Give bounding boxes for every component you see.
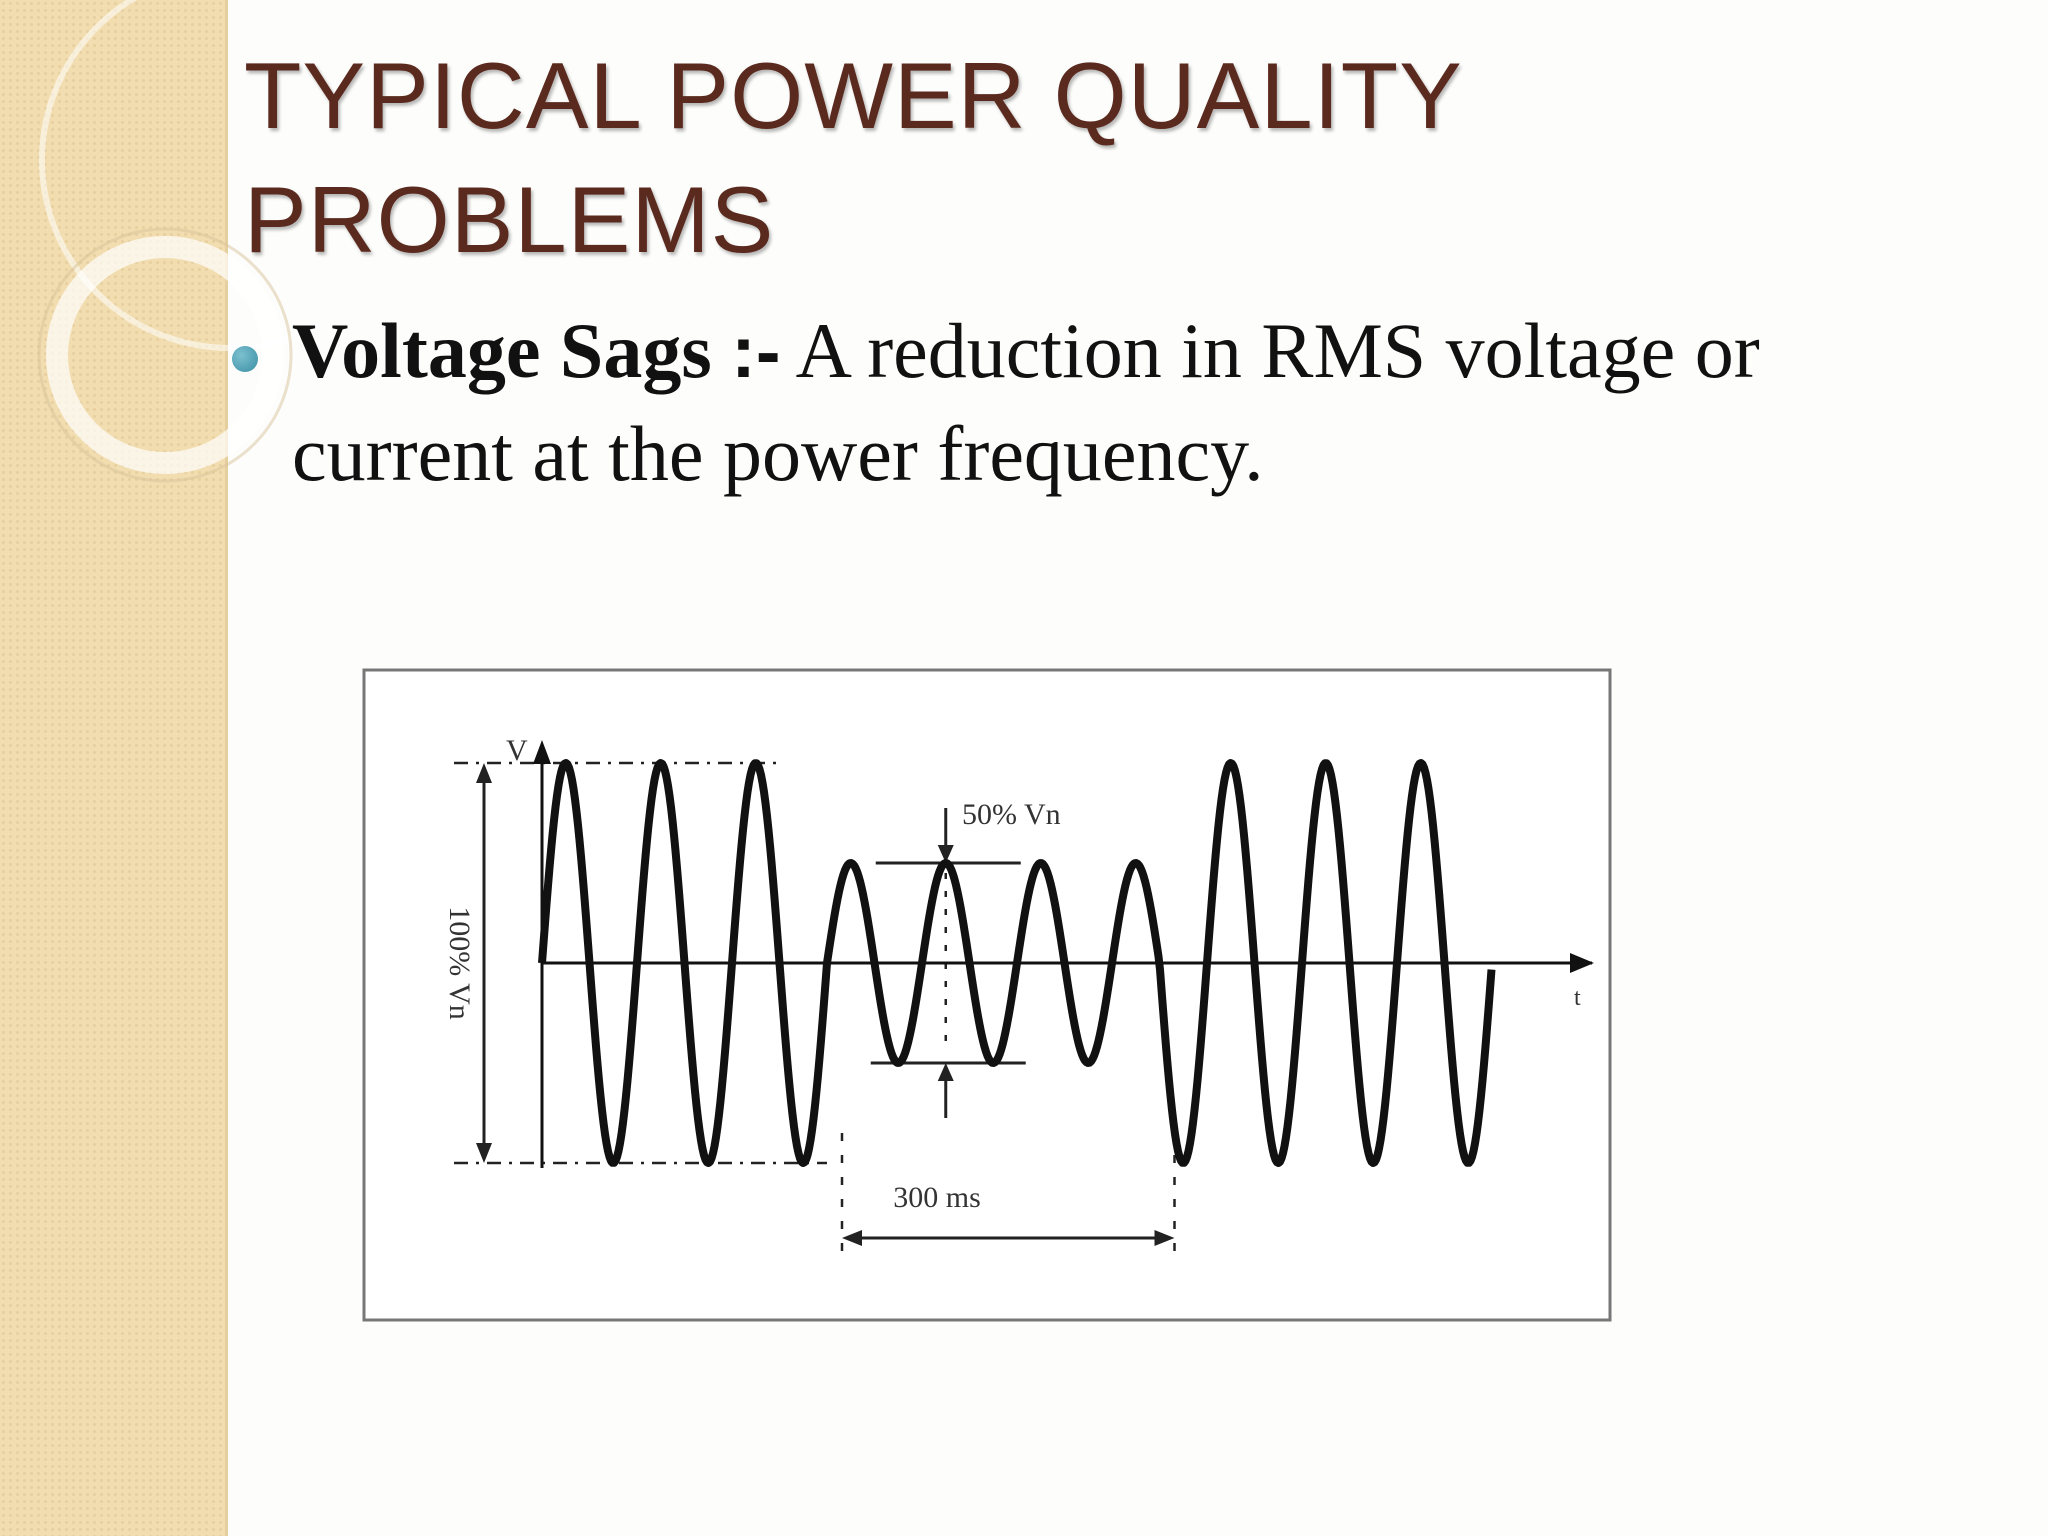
nominal-voltage-label: 100% Vn (443, 906, 476, 1020)
bullet-term: Voltage Sags (292, 307, 712, 394)
slide-title: TYPICAL POWER QUALITY PROBLEMS (244, 43, 1462, 272)
voltage-sag-diagram: V t 100% Vn 50% Vn 300 ms (362, 668, 1612, 1324)
bullet-definition: A reduction in RMS voltage or current at… (292, 307, 1760, 497)
bullet-item: Voltage Sags :- A reduction in RMS volta… (226, 300, 1876, 505)
sag-bottom-arrow-icon (937, 1063, 954, 1081)
duration-start-arrow-icon (842, 1230, 862, 1246)
bullet-text: Voltage Sags :- A reduction in RMS volta… (292, 300, 1876, 505)
time-axis-label: t (1574, 985, 1581, 1011)
duration-end-arrow-icon (1154, 1230, 1175, 1246)
decorative-rings (37, 0, 320, 483)
voltage-sag-svg: V t 100% Vn 50% Vn 300 ms (362, 668, 1612, 1322)
duration-label: 300 ms (893, 1181, 981, 1214)
bullet-separator: :- (731, 310, 781, 393)
bullet-dot-icon (232, 346, 258, 372)
sag-waveform (538, 759, 1496, 1167)
nominal-top-arrow-icon (476, 763, 492, 783)
sag-top-arrow-icon (937, 845, 954, 863)
nominal-bottom-arrow-icon (476, 1143, 492, 1163)
guide-lines (454, 761, 1176, 1263)
voltage-axis-arrow-icon (533, 740, 551, 764)
voltage-axis-label: V (506, 734, 528, 767)
time-axis-arrow-icon (1570, 953, 1594, 973)
sag-level-label: 50% Vn (962, 798, 1061, 831)
